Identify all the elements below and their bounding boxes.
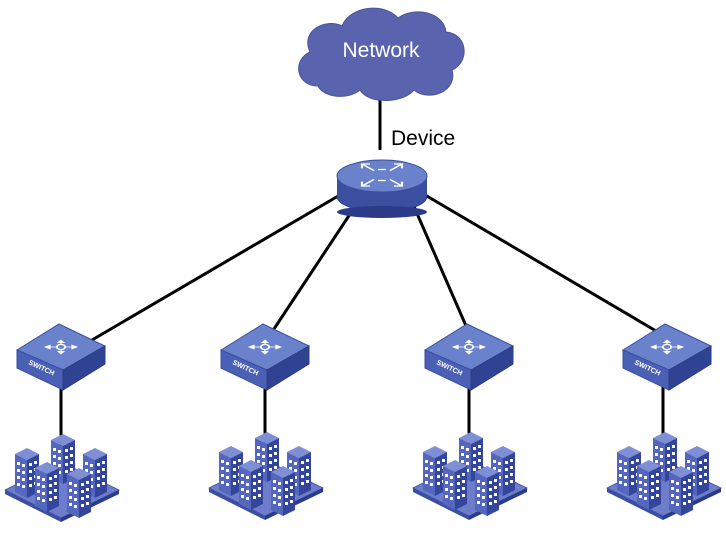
- campus-2: [209, 432, 323, 520]
- buildings-icon: [607, 432, 721, 520]
- switch-1: SWITCH: [17, 324, 105, 390]
- network-label: Network: [342, 39, 420, 62]
- switch-2: SWITCH: [221, 324, 309, 390]
- link-device-switch-3: [410, 201, 472, 336]
- switch-icon: [221, 324, 309, 390]
- switch-icon: [425, 324, 513, 390]
- campus-4: [607, 432, 721, 520]
- switch-icon: [623, 324, 711, 390]
- buildings-icon: [209, 432, 323, 520]
- device-label: Device: [391, 127, 455, 150]
- link-device-switch-4: [419, 190, 669, 340]
- core-router-icon: [336, 159, 428, 218]
- link-device-switch-1: [91, 190, 346, 342]
- buildings-icon: [413, 432, 527, 520]
- link-device-switch-2: [268, 201, 360, 336]
- campus-1: [5, 434, 119, 522]
- links: [59, 98, 669, 455]
- switch-4: SWITCH: [623, 324, 711, 390]
- campus-3: [413, 432, 527, 520]
- network-cloud-icon: Network: [298, 7, 465, 101]
- switch-icon: [17, 324, 105, 390]
- buildings-icon: [5, 434, 119, 522]
- switch-3: SWITCH: [425, 324, 513, 390]
